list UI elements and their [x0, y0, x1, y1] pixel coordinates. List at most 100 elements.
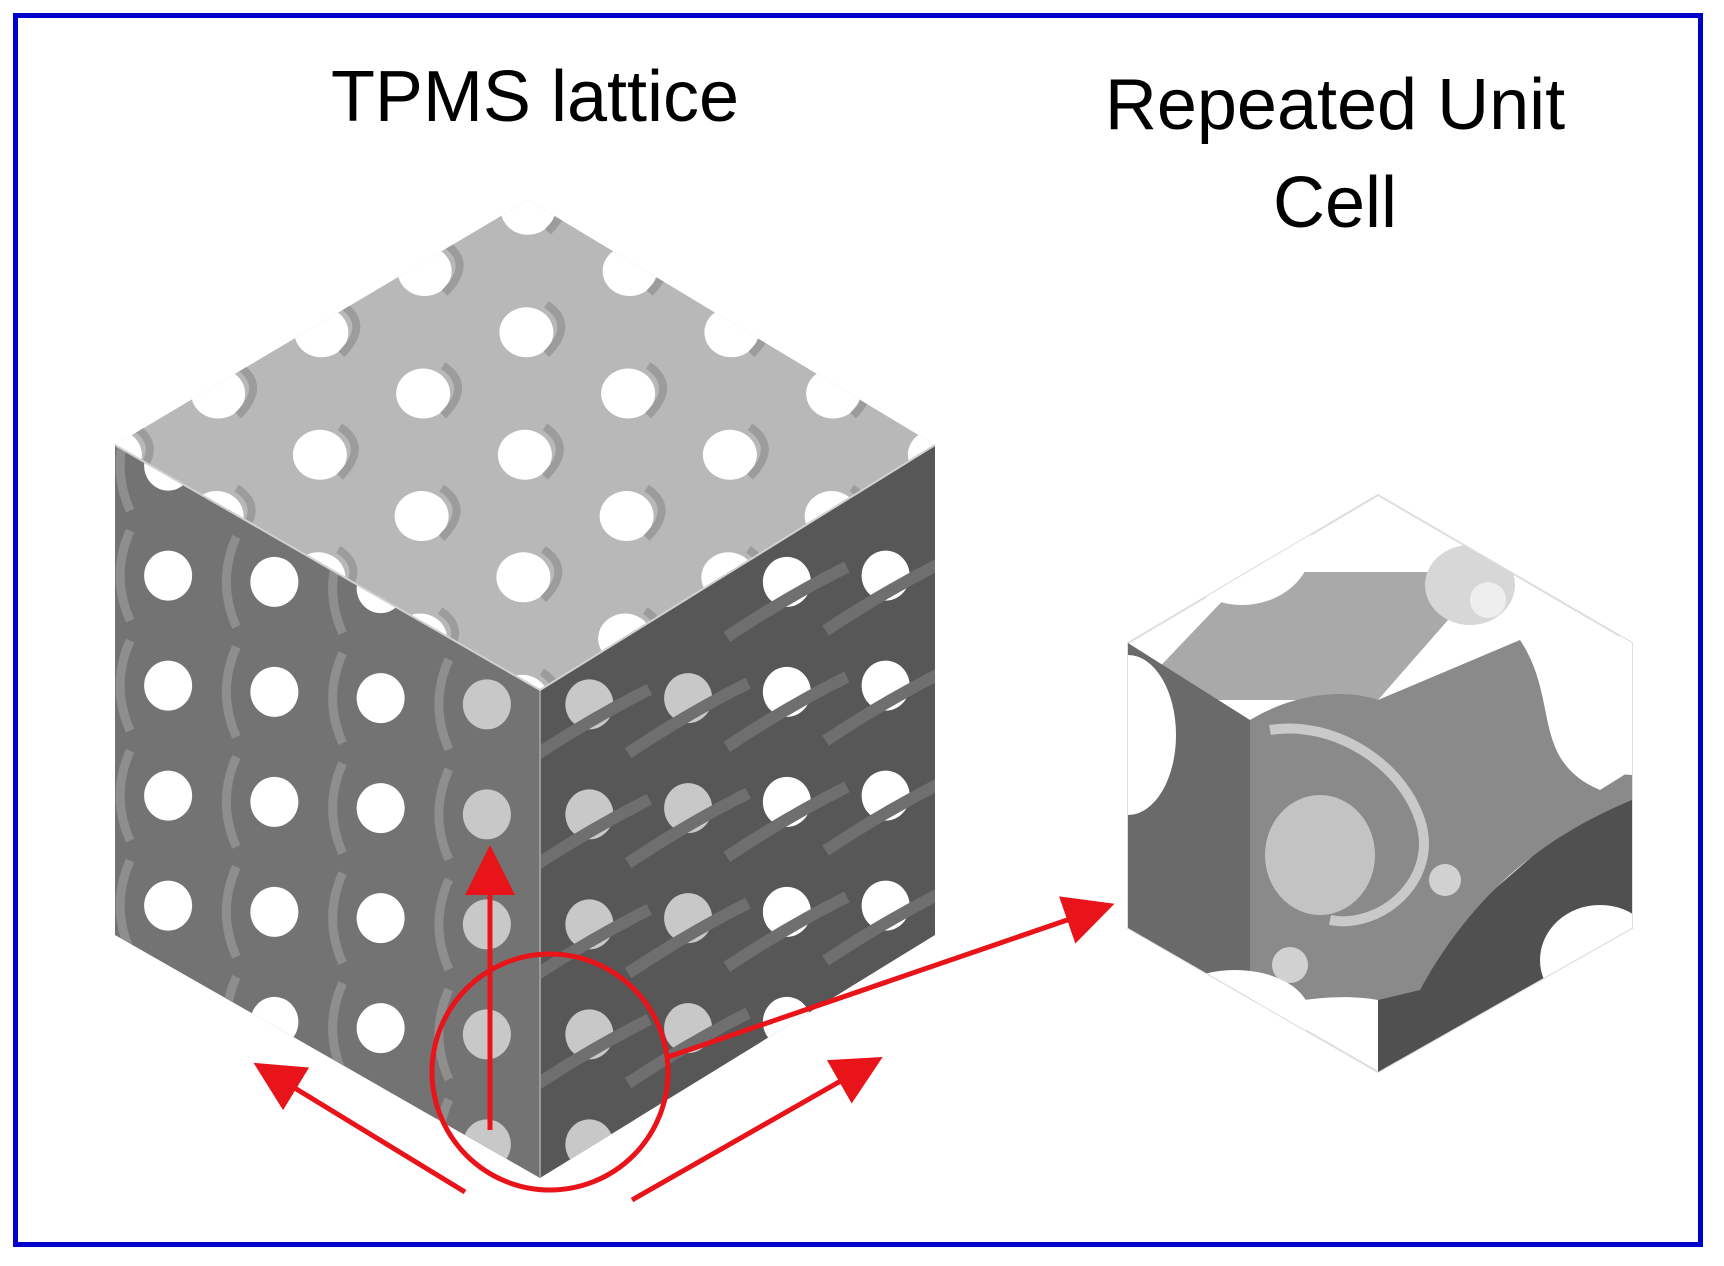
lattice-left-wave — [434, 657, 454, 752]
lattice-top-pore — [599, 491, 654, 542]
lattice-right-wave — [822, 775, 935, 856]
lattice-left-face — [115, 445, 540, 1178]
unit-cell-title-line-2: Cell — [1272, 163, 1398, 243]
lattice-top-ridge — [538, 668, 561, 690]
lattice-right-wave — [540, 1014, 653, 1095]
lattice-left-wave — [328, 651, 347, 745]
lattice-top-pore — [496, 552, 551, 603]
lattice-left-wave — [221, 535, 241, 629]
lattice-top-ridge — [645, 362, 667, 419]
lattice-top-pore — [601, 368, 656, 419]
zoom-pointer-arrow — [667, 896, 1115, 1060]
repeated-unit-cell — [1127, 493, 1633, 1074]
lattice-left-pore — [356, 673, 405, 724]
lattice-left-pore — [356, 783, 405, 834]
lattice-left-pore — [356, 893, 405, 944]
x-axis-arrow — [253, 1062, 467, 1195]
unit-cell-ridge — [1269, 723, 1429, 927]
unit-cell-title-line-1: Repeated Unit — [1104, 65, 1566, 145]
lattice-top-pore — [499, 307, 554, 358]
lattice-top-ridge — [543, 300, 566, 358]
lattice-top-pore — [292, 429, 347, 480]
lattice-top-edges — [114, 444, 936, 692]
lattice-left-pore — [250, 776, 299, 827]
lattice-top-ridge — [540, 545, 563, 603]
lattice-top-ridge — [440, 362, 462, 419]
lattice-right-pore — [861, 990, 910, 1041]
lattice-top-pore — [497, 429, 552, 480]
unit-cell-top-right-pore — [1425, 545, 1515, 625]
lattice-right-wave — [723, 671, 850, 752]
lattice-top-pore — [394, 491, 449, 542]
tpms-lattice-title: TPMS lattice — [330, 57, 740, 137]
lattice-left-wave — [115, 638, 135, 733]
lattice-top-ridge — [541, 423, 564, 480]
lattice-left-pore — [462, 789, 511, 840]
lattice-left-wave — [434, 877, 454, 972]
lattice-left-wave — [328, 761, 347, 855]
lattice-right-wave — [540, 904, 653, 985]
lattice-left-pore — [462, 679, 511, 730]
unit-cell-right-face — [1378, 770, 1632, 1072]
lattice-left-pore — [144, 770, 193, 821]
unit-cell-highlight-1 — [1470, 582, 1506, 618]
lattice-top-pore — [500, 200, 555, 235]
lattice-right-pore — [565, 1119, 614, 1170]
annotations — [253, 845, 1115, 1203]
lattice-left-wave — [434, 767, 454, 862]
lattice-top-ridge — [746, 423, 769, 480]
unit-cell-highlight-3 — [1272, 947, 1308, 983]
lattice-left-pore — [250, 666, 299, 717]
lattice-right-wave — [822, 995, 935, 1076]
lattice-left-pore — [250, 996, 299, 1047]
lattice-right-wave — [822, 665, 935, 746]
lattice-right-wave — [624, 1117, 751, 1178]
lattice-left-wave — [115, 748, 135, 843]
lattice-left-pore — [144, 550, 193, 601]
unit-cell-curved-surface — [1250, 640, 1632, 1003]
y-axis-arrow — [630, 1057, 883, 1203]
unit-cell-left-pore — [1128, 655, 1176, 815]
lattice-left-wave — [115, 528, 135, 623]
lattice-right-wave — [723, 781, 850, 862]
lattice-right-wave — [540, 684, 653, 765]
unit-cell-bottom-left-pore — [1160, 970, 1310, 1060]
lattice-left-pore — [462, 1009, 511, 1060]
lattice-left-pore — [144, 880, 193, 931]
lattice-right-wave — [624, 787, 751, 869]
lattice-right-wave — [822, 885, 935, 966]
lattice-right-wave — [822, 555, 935, 636]
unit-cell-highlight-circle — [429, 951, 671, 1193]
lattice-left-pore — [250, 556, 299, 607]
lattice-left-wave — [221, 865, 241, 959]
tpms-lattice-cube — [114, 200, 970, 1178]
lattice-left-wave — [328, 871, 347, 965]
unit-cell-center-pore — [1265, 795, 1375, 915]
unit-cell-bottom-right-pore — [1540, 905, 1632, 1015]
lattice-right-wave — [624, 677, 751, 759]
repeated-unit-cell-title: Repeated Unit Cell — [1035, 56, 1635, 252]
lattice-left-wave — [221, 755, 241, 849]
lattice-top-ridge — [235, 362, 257, 419]
lattice-top-ridge — [643, 484, 666, 541]
lattice-left-pore — [356, 1003, 405, 1054]
unit-cell-right-pore — [1572, 635, 1632, 775]
lattice-left-wave — [221, 645, 241, 739]
lattice-right-wave — [540, 794, 653, 875]
lattice-top-pore — [702, 429, 757, 480]
lattice-right-wave — [624, 897, 751, 979]
lattice-left-pore — [462, 899, 511, 950]
lattice-left-pore — [250, 886, 299, 937]
unit-cell-highlight-2 — [1429, 864, 1461, 896]
lattice-left-pore — [144, 660, 193, 711]
lattice-left-wave — [115, 445, 135, 513]
lattice-top-ridge — [338, 300, 361, 358]
unit-cell-top-face — [1128, 572, 1490, 700]
lattice-top-ridge — [336, 423, 359, 480]
unit-cell-top-pore — [1172, 495, 1312, 605]
lattice-top-pore — [396, 368, 451, 419]
lattice-right-wave — [723, 561, 850, 642]
lattice-top-ridge — [955, 427, 970, 477]
lattice-top-ridge — [438, 484, 461, 541]
